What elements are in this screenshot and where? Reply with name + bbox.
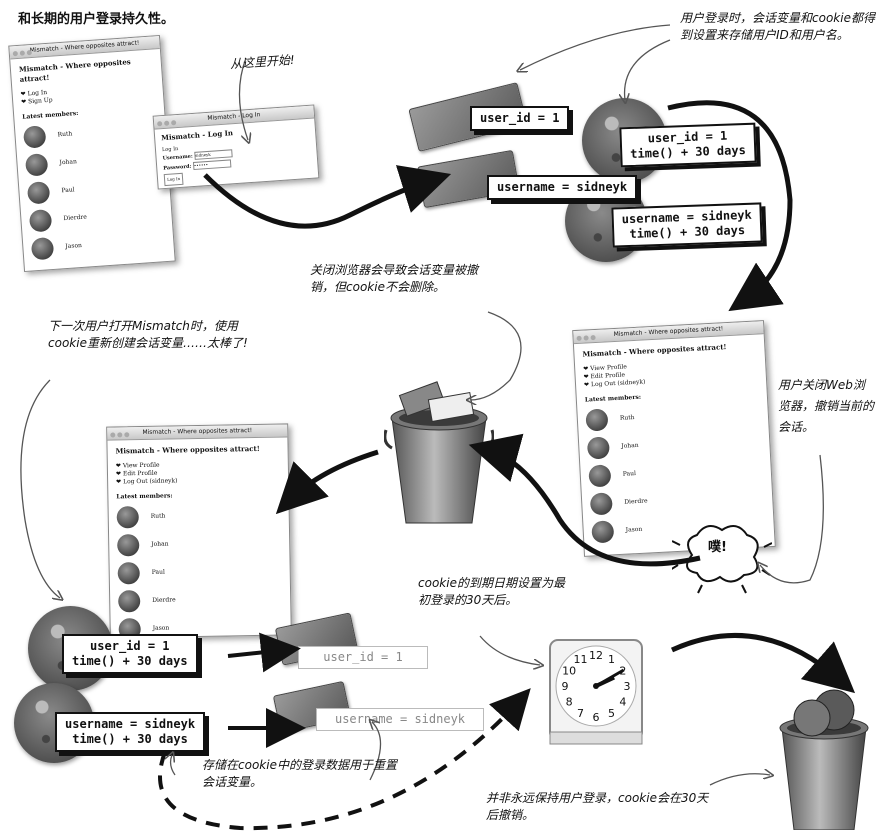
- clock-number: 10: [562, 665, 576, 678]
- page-heading: 和长期的用户登录持久性。: [18, 12, 175, 27]
- clock-number: 3: [624, 680, 631, 693]
- clock-number: 11: [574, 653, 588, 666]
- trash-can-icon: [384, 381, 494, 524]
- note-stored-data: 存储在cookie中的登录数据用于重置会话变量。: [202, 758, 397, 789]
- cookie-user-id-label: user_id = 1 time() + 30 days: [62, 634, 198, 674]
- clock-number: 12: [589, 649, 603, 662]
- clock-number: 7: [577, 707, 584, 720]
- clock-minute-hand: [595, 668, 625, 688]
- alarm-clock-icon: 121234567891011: [549, 639, 643, 745]
- note-next-open: 下一次用户打开Mismatch时，使用cookie重新创建会话变量……太棒了!: [48, 319, 248, 350]
- poof-label: 噗!: [708, 540, 727, 555]
- clock-number: 4: [619, 696, 626, 709]
- session-user-id-label: user_id = 1: [470, 106, 570, 131]
- clock-number: 9: [562, 680, 569, 693]
- note-user-closes: 用户关闭Web浏览器，撤销当前的会话。: [778, 378, 875, 434]
- note-expiry: cookie的到期日期设置为最初登录的30天后。: [418, 576, 565, 607]
- trash-can-icon: [779, 689, 869, 830]
- note-browser-close: 关闭浏览器会导致会话变量被撤销，但cookie不会删除。: [310, 263, 479, 294]
- clock-number: 8: [566, 696, 573, 709]
- restored-username-label: username = sidneyk: [316, 708, 484, 731]
- note-session-set: 用户登录时，会话变量和cookie都得到设置来存储用户ID和用户名。: [680, 11, 875, 42]
- clock-number: 5: [608, 707, 615, 720]
- clock-number: 1: [608, 653, 615, 666]
- session-username-label: username = sidneyk: [487, 175, 638, 200]
- note-not-forever: 并非永远保持用户登录，cookie会在30天后撤销。: [486, 791, 709, 822]
- cookie-username-label: username = sidneyk time() + 30 days: [55, 712, 206, 752]
- clock-number: 6: [593, 711, 600, 724]
